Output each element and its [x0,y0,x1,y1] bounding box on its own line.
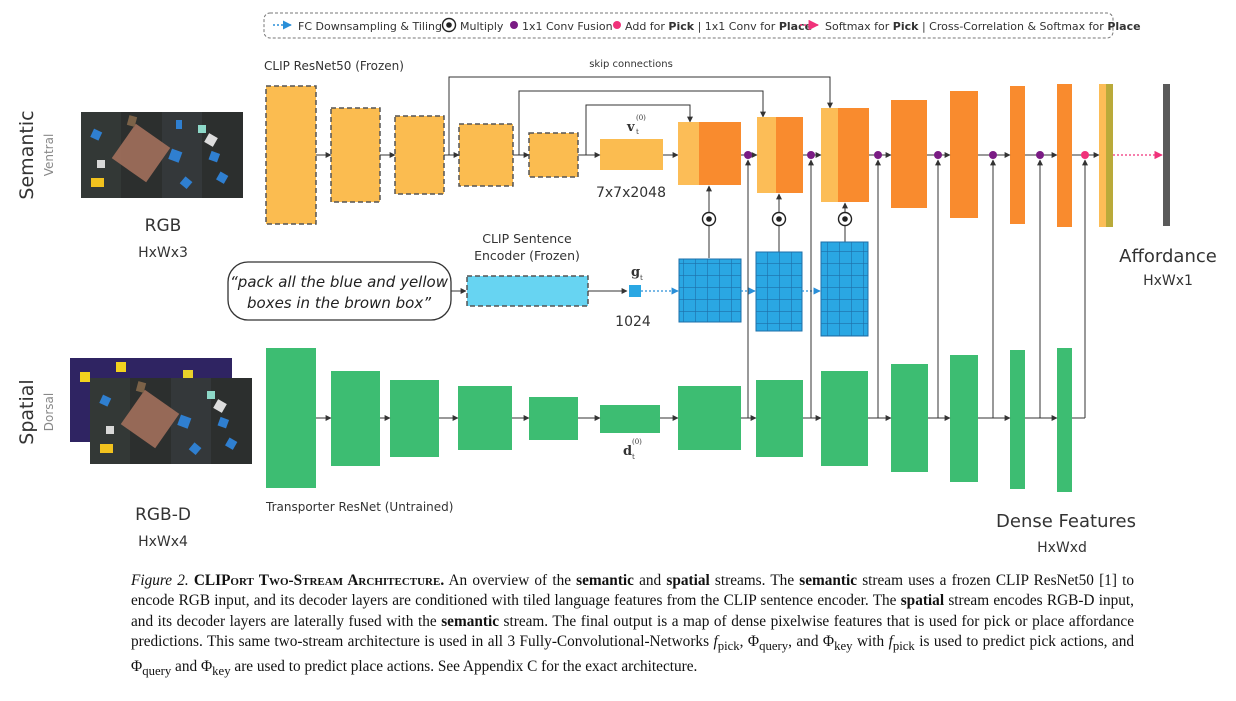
instruction-line-1: “pack all the blue and yellow [230,273,449,291]
spatial-stream-label: Spatial [16,379,38,444]
affordance-output-bar [1163,84,1170,226]
skip-connection-lines [448,76,833,155]
dt-label: d [623,444,632,459]
dense-features-label: Dense Features [996,511,1136,532]
semantic-stream-label: Semantic [16,110,38,199]
rgb-dim-label: HxWx3 [138,245,188,261]
dorsal-label: Dorsal [42,393,56,431]
clip-layer-2 [330,107,381,203]
spatial-decoder [678,348,1072,492]
dense-dim-label: HxWxd [1037,540,1087,556]
skip-connections-label: skip connections [589,59,673,70]
svg-text:t: t [636,128,639,136]
g-dim-label: 1024 [615,314,651,330]
legend-box [263,12,1114,39]
svg-text:t: t [632,453,635,461]
figure-number: Figure 2. [131,572,189,589]
affordance-label: Affordance [1119,246,1217,267]
gt-embedding [629,285,641,297]
rgb-input-image [81,112,243,198]
rgbd-input-image [70,358,252,464]
rgb-label: RGB [145,216,182,236]
figure-title: CLIPort Two-Stream Architecture. [193,572,445,589]
fusion-dots [744,151,1089,159]
clip-layer-4 [458,123,514,187]
clip-feature-vector [600,139,663,170]
svg-text:(0): (0) [636,114,646,122]
rgbd-label: RGB-D [135,505,191,525]
legend-softmax-label: Softmax for Pick | Cross-Correlation & S… [825,20,1141,33]
clip-resnet-label: CLIP ResNet50 (Frozen) [264,59,404,73]
clip-layer-5 [528,132,579,178]
clip-layer-1 [265,85,317,225]
legend-multiply-label: Multiply [460,20,504,33]
spatial-encoder [266,348,660,488]
clip-layer-3 [394,115,445,195]
lateral-connections [745,159,1088,418]
multiply-ops [701,185,853,258]
clip-sentence-encoder [466,275,589,307]
add-icon [613,21,621,29]
legend: FC Downsampling & Tiling Multiply 1x1 Co… [263,12,1141,39]
instruction-box: “pack all the blue and yellow boxes in t… [227,261,452,321]
figure-caption: Figure 2. CLIPort Two-Stream Architectur… [131,572,1135,678]
tiled-language-features [678,241,869,337]
transporter-label: Transporter ResNet (Untrained) [265,500,453,514]
affordance-dim-label: HxWx1 [1143,273,1193,289]
sentence-encoder-label-1: CLIP Sentence [482,231,572,246]
vt-label: v [626,120,635,135]
gt-label: g [631,265,640,280]
rgbd-dim-label: HxWx4 [138,534,188,550]
sentence-encoder-label-2: Encoder (Frozen) [474,248,580,263]
instruction-line-2: boxes in the brown box” [247,294,431,312]
ventral-label: Ventral [42,134,56,177]
architecture-diagram: FC Downsampling & Tiling Multiply 1x1 Co… [16,12,1217,556]
svg-text:t: t [640,274,643,282]
semantic-decoder [678,84,1170,227]
legend-conv-label: 1x1 Conv Fusion [522,20,613,33]
clip-encoder [265,85,579,225]
conv-fusion-icon [510,21,518,29]
feature-dim-label: 7x7x2048 [596,185,666,201]
legend-add-label: Add for Pick | 1x1 Conv for Place [625,20,812,33]
legend-fc-label: FC Downsampling & Tiling [298,20,442,33]
svg-text:(0): (0) [632,438,642,446]
